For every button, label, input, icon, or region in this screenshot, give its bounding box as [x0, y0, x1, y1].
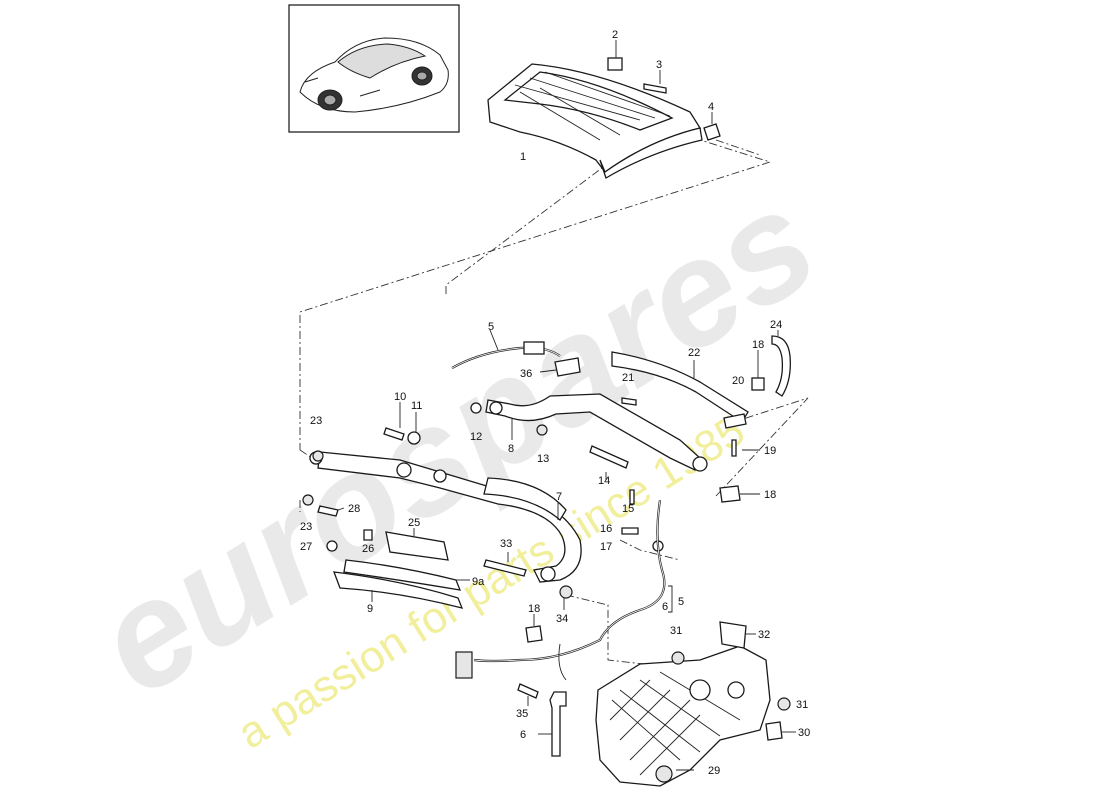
callout-32: 32	[758, 629, 770, 641]
callout-27: 27	[300, 541, 312, 553]
trim-part-9	[333, 571, 464, 609]
bolt-part-14	[589, 445, 629, 480]
nut-part-23-bottom	[302, 494, 314, 506]
callout-2: 2	[612, 29, 618, 41]
bolt-part-33	[483, 552, 527, 577]
callout-29: 29	[708, 765, 720, 777]
clip-part-18-bottom	[525, 614, 543, 643]
clip-part-2	[607, 40, 623, 71]
callout-23-top: 23	[310, 415, 322, 427]
clip-part-20	[723, 413, 747, 429]
callout-31-left: 31	[670, 625, 682, 637]
bracket-part-32	[719, 621, 756, 649]
callout-19: 19	[764, 445, 776, 457]
clip-part-18-right	[719, 485, 760, 503]
clip-part-18-top	[751, 350, 765, 391]
bolt-part-21	[621, 397, 637, 406]
screw-part-26	[363, 529, 373, 541]
bracket-part-36	[539, 357, 581, 377]
callout-8: 8	[508, 443, 514, 455]
screw-part-16	[621, 527, 639, 535]
callout-23-bottom: 23	[300, 521, 312, 533]
callout-labels: 1 2 3 4 5 36 22 24 18 20 21 19 10 11 12 …	[300, 29, 810, 777]
roof-frame	[487, 63, 703, 179]
clip-part-30	[765, 721, 796, 741]
callout-11: 11	[411, 400, 422, 412]
washer-part-27	[326, 540, 338, 552]
screw-part-15	[629, 489, 635, 505]
cable-part-5	[451, 329, 561, 369]
strap-part-24	[771, 330, 791, 397]
callout-13: 13	[537, 453, 549, 465]
callout-21: 21	[622, 372, 634, 384]
bolt-part-10	[383, 402, 405, 441]
callout-34: 34	[556, 613, 568, 625]
callout-24: 24	[770, 319, 782, 331]
callout-7: 7	[556, 491, 562, 503]
washer-part-11	[407, 412, 421, 445]
bracket-part-29	[595, 645, 771, 787]
callout-18-right: 18	[764, 489, 776, 501]
callout-10: 10	[394, 391, 406, 403]
callout-9: 9	[367, 603, 373, 615]
callout-3: 3	[656, 59, 662, 71]
callout-12: 12	[470, 431, 482, 443]
callout-16: 16	[600, 523, 612, 535]
callout-4: 4	[708, 101, 714, 113]
callout-28: 28	[348, 503, 360, 515]
callout-18-top: 18	[752, 339, 764, 351]
callout-20: 20	[732, 375, 744, 387]
callout-14: 14	[598, 475, 610, 487]
callout-18-bottom: 18	[528, 603, 540, 615]
nut-part-13	[536, 424, 548, 436]
callout-17: 17	[600, 541, 612, 553]
nut-part-34	[559, 585, 573, 610]
washer-part-12	[470, 402, 482, 414]
car-thumbnail	[288, 4, 460, 133]
callout-31-right: 31	[796, 699, 808, 711]
callout-36: 36	[520, 368, 532, 380]
callout-5-right: 5	[678, 596, 684, 608]
nut-part-23-top	[312, 450, 324, 462]
bolt-part-28	[317, 505, 345, 517]
callout-25: 25	[408, 517, 420, 529]
callout-30: 30	[798, 727, 810, 739]
cable-part-6	[455, 499, 673, 681]
callout-35: 35	[516, 708, 528, 720]
callout-22: 22	[688, 347, 700, 359]
callout-1: 1	[520, 151, 526, 163]
callout-6-right: 6	[662, 601, 668, 613]
callout-6-left: 6	[520, 729, 526, 741]
clip-part-4	[703, 112, 721, 141]
trim-part-9a	[343, 559, 470, 591]
cover-part-25	[385, 528, 449, 561]
screw-part-35	[517, 683, 539, 706]
nut-part-31-right	[777, 697, 791, 711]
callout-26: 26	[362, 543, 374, 555]
nut-part-31-left	[671, 651, 685, 665]
callout-9a: 9a	[472, 576, 485, 588]
callout-33: 33	[500, 538, 512, 550]
screw-part-19	[731, 439, 760, 457]
strap-part-6	[538, 691, 567, 757]
callout-5-top: 5	[488, 321, 494, 333]
arm-part-8	[485, 393, 708, 472]
callout-15: 15	[622, 503, 634, 515]
car-illustration	[299, 37, 449, 113]
bolt-part-3	[643, 70, 667, 94]
